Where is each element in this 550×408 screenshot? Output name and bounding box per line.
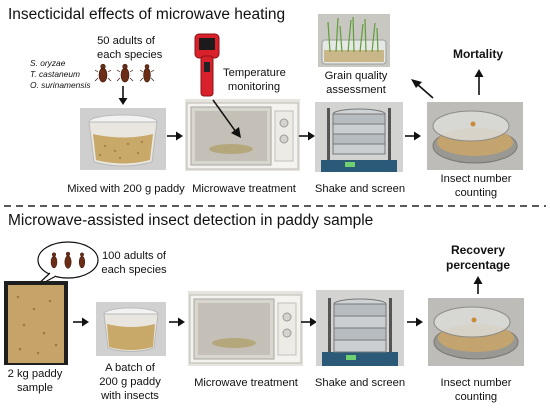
caption-sample: 2 kg paddy sample	[7, 368, 63, 394]
sieve-shaker-photo	[315, 102, 403, 172]
microwave-icon	[188, 291, 303, 366]
bottom-section-title: Microwave-assisted insect detection in p…	[8, 212, 374, 229]
caption-mixed: Mixed with 200 g paddy	[67, 183, 185, 195]
top-adults-label: 50 adults of each species	[97, 35, 163, 61]
caption-batch: A batch of 200 g paddy with insects	[99, 362, 161, 402]
arrow-right	[405, 131, 421, 141]
sieve-shaker-icon	[315, 102, 403, 172]
petri-dish-icon	[428, 298, 524, 366]
petri-dish-icon	[427, 102, 523, 170]
petri-dish-photo	[428, 298, 524, 366]
paddy-bag-photo	[4, 281, 68, 365]
arrow-up	[473, 276, 483, 294]
microwave-icon	[185, 99, 300, 171]
temperature-monitoring-label: Temperature monitoring	[223, 67, 286, 93]
section-divider	[4, 205, 546, 207]
microwave-photo	[185, 99, 300, 171]
paddy-bag-icon	[4, 281, 68, 365]
arrow-right	[301, 317, 317, 327]
caption-count-bottom: Insect number counting	[440, 377, 512, 403]
species-name: S. oryzae	[30, 58, 66, 68]
beetle-icon	[94, 63, 155, 83]
petri-dish-photo	[427, 102, 523, 170]
species-name: T. castaneum	[30, 69, 80, 79]
caption-shake-top: Shake and screen	[314, 183, 406, 195]
beetle-icon	[50, 251, 86, 269]
arrow-right	[299, 131, 315, 141]
seedlings-photo	[318, 14, 390, 67]
sieve-shaker-photo	[316, 290, 404, 366]
arrow-right	[167, 131, 183, 141]
top-section-title: Insecticidal effects of microwave heatin…	[8, 6, 286, 23]
sieve-shaker-icon	[316, 290, 404, 366]
paddy-container-photo	[80, 108, 166, 170]
arrow-right	[169, 317, 185, 327]
arrow-down	[118, 86, 128, 105]
arrow-right	[407, 317, 423, 327]
bottom-adults-label: 100 adults of each species	[101, 250, 167, 276]
arrow-up	[474, 69, 484, 95]
grain-quality-label: Grain quality assessment	[324, 70, 388, 96]
arrow-diagonal	[212, 99, 241, 138]
caption-microwave-top: Microwave treatment	[192, 183, 296, 195]
microwave-photo	[188, 291, 303, 366]
container-icon	[96, 302, 166, 356]
seedlings-icon	[318, 14, 390, 67]
caption-count-top: Insect number counting	[440, 173, 512, 199]
species-name: O. surinamensis	[30, 80, 91, 90]
container-icon	[80, 108, 166, 170]
mortality-label: Mortality	[452, 47, 503, 61]
arrow-diagonal	[411, 79, 434, 99]
thermometer-icon	[194, 33, 220, 97]
caption-microwave-bottom: Microwave treatment	[194, 377, 298, 389]
arrow-right	[73, 317, 89, 327]
species-list: S. oryzae T. castaneum O. surinamensis	[30, 58, 91, 91]
recovery-percentage-label: Recovery percentage	[445, 243, 511, 272]
batch-container-photo	[96, 302, 166, 356]
caption-shake-bottom: Shake and screen	[314, 377, 406, 389]
